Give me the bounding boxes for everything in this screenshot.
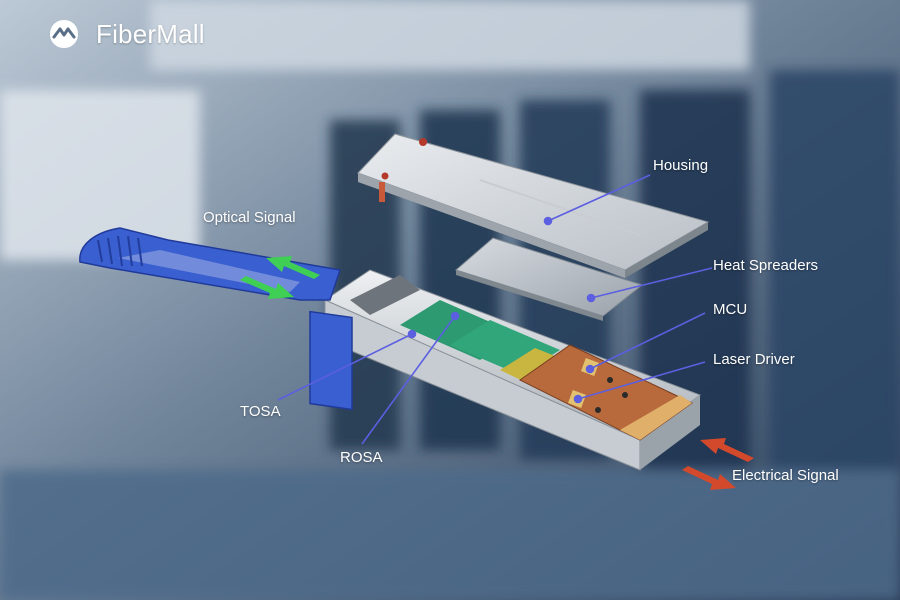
pcb-board bbox=[519, 344, 693, 441]
housing-part bbox=[357, 133, 710, 278]
label-heat-spreaders: Heat Spreaders bbox=[713, 257, 819, 274]
label-housing: Housing bbox=[653, 157, 709, 174]
brand-name: FiberMall bbox=[96, 18, 205, 49]
optical-signal-arrows bbox=[240, 256, 320, 299]
brand-logo: FiberMall bbox=[48, 18, 205, 50]
fibermall-logo-icon bbox=[50, 20, 78, 48]
electrical-signal-arrows bbox=[682, 438, 754, 490]
label-electrical-signal: Electrical Signal bbox=[732, 467, 839, 484]
label-mcu: MCU bbox=[713, 301, 748, 318]
label-optical-signal: Optical Signal bbox=[203, 209, 296, 226]
label-laser-driver: Laser Driver bbox=[713, 351, 795, 368]
label-rosa: ROSA bbox=[340, 449, 383, 466]
label-tosa: TOSA bbox=[240, 403, 281, 420]
leader-lines bbox=[277, 174, 713, 445]
